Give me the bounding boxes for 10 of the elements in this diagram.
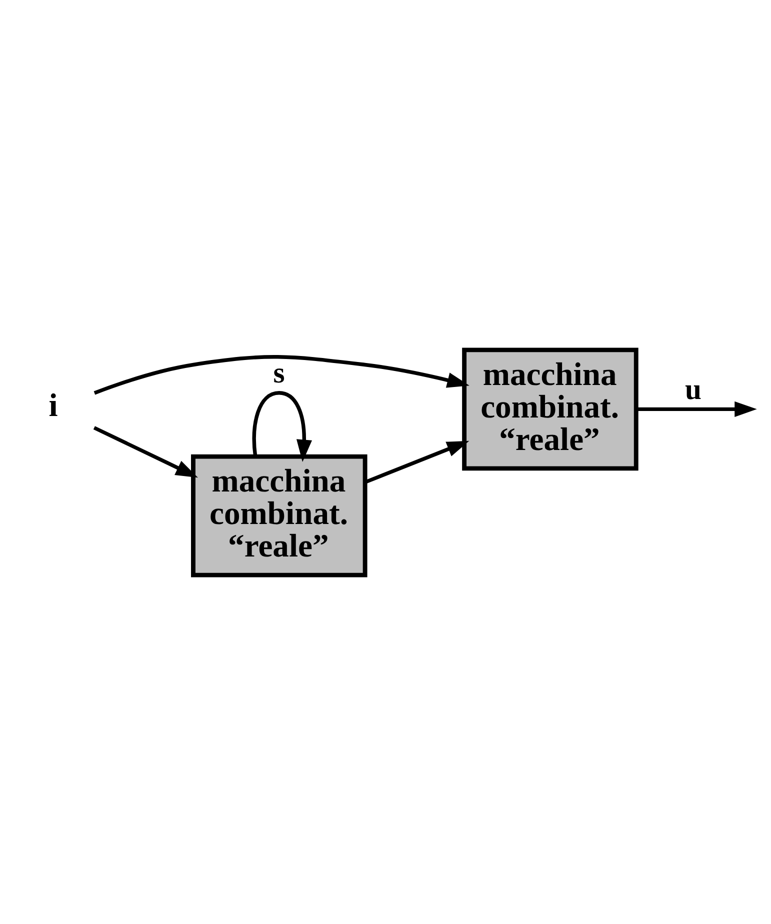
edge-label: u: [685, 373, 702, 406]
node-text: i: [48, 387, 58, 424]
edge-label: s: [273, 357, 285, 390]
arrow: [93, 426, 198, 478]
node-box: macchina combinat. “reale”: [462, 347, 638, 470]
arrow: [94, 354, 470, 394]
arrow: [364, 440, 470, 484]
arrow: [636, 400, 757, 416]
node-box: macchina combinat. “reale”: [191, 454, 368, 577]
arrow: [252, 390, 312, 462]
